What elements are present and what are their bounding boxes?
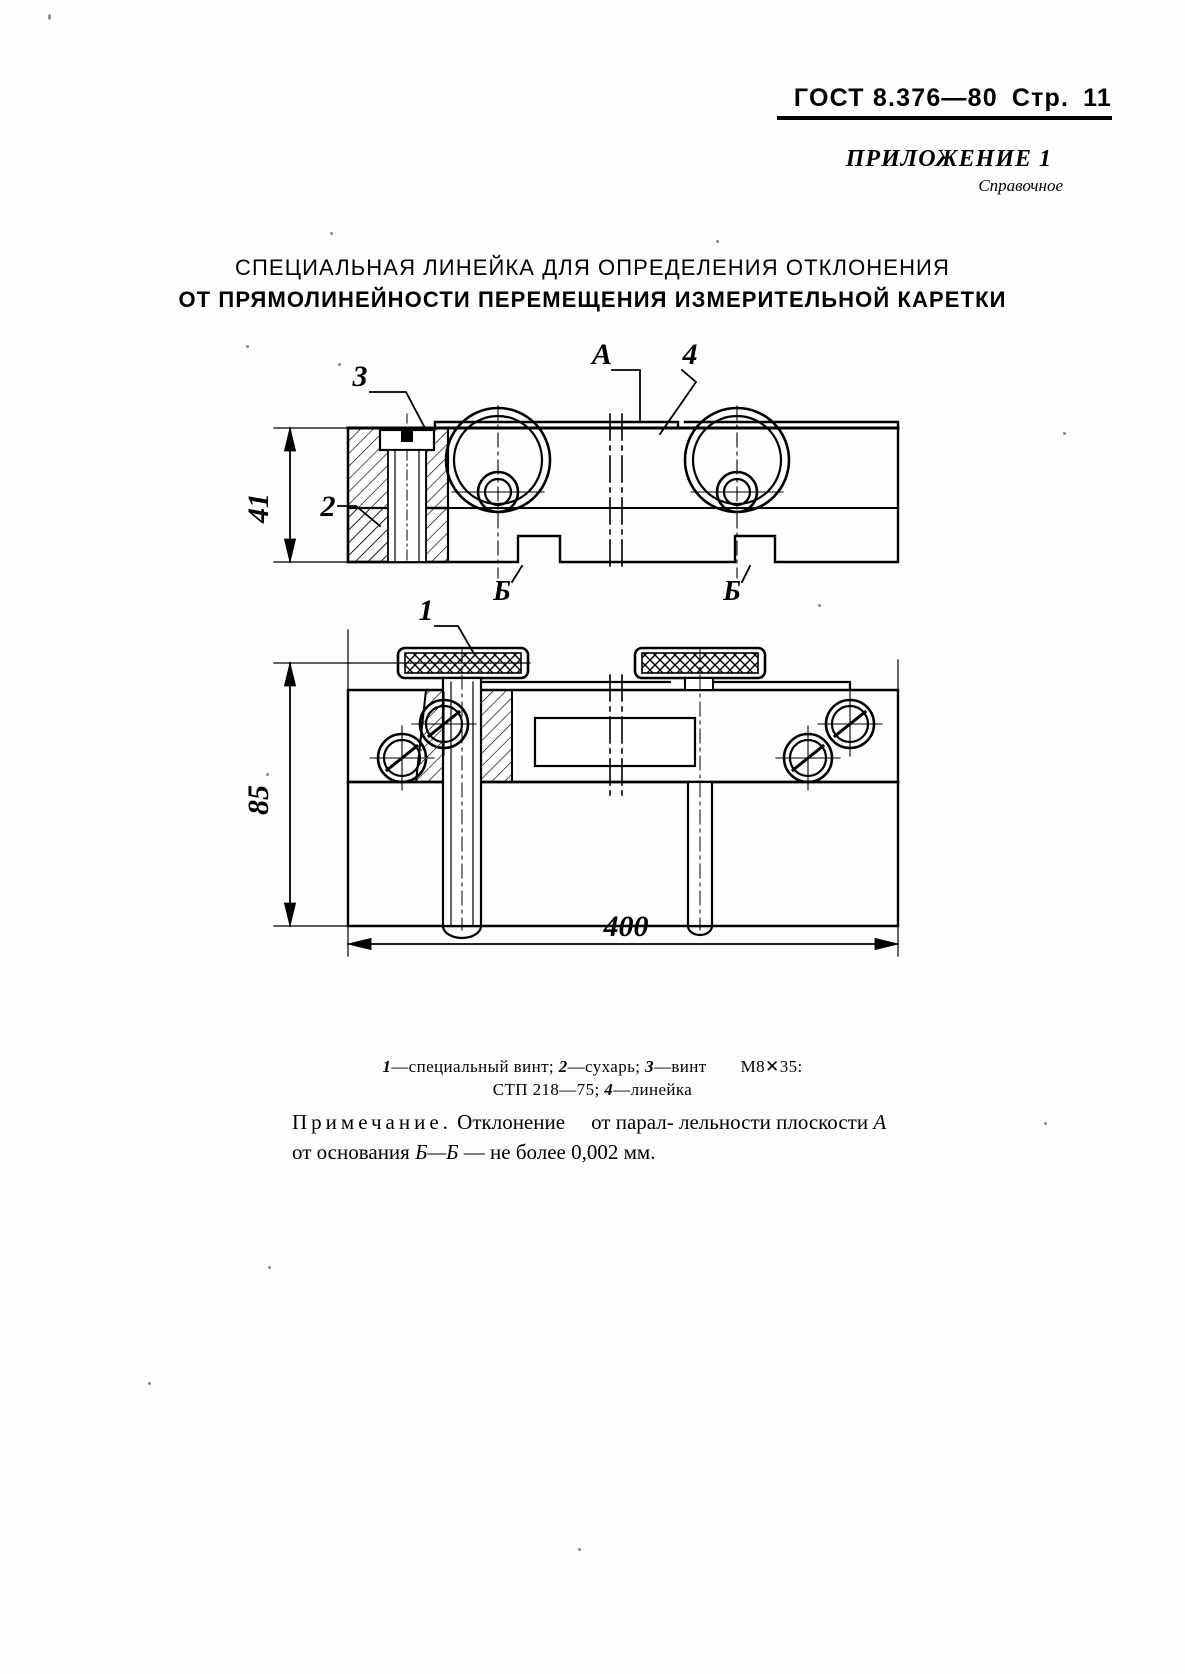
caption-standard-ref: СТП 218—75;	[492, 1080, 600, 1099]
figure-caption-line-1: 1—специальный винт; 2—сухарь; 3—винт М8✕3…	[0, 1057, 1185, 1077]
note-datum-a: А	[873, 1110, 887, 1134]
caption-item-3-text: —винт	[653, 1057, 707, 1076]
caption-item-1-number: 1	[382, 1057, 392, 1076]
datum-b-left: Б	[492, 576, 511, 607]
caption-item-3-number: 3	[645, 1057, 654, 1076]
scan-speck	[148, 1382, 151, 1385]
dimension-label-400: 400	[603, 910, 649, 943]
callout-3: 3	[352, 360, 368, 393]
figure-caption-line-2: СТП 218—75; 4—линейка	[0, 1080, 1185, 1100]
note-text-c: лельности плоскости	[679, 1110, 874, 1134]
technical-drawing: 41 85 400 3 2 А 4 1 Б Б	[230, 330, 950, 970]
scan-speck	[246, 345, 249, 348]
note-text-b: от парал-	[591, 1110, 674, 1134]
page-label: Стр.	[1011, 84, 1070, 112]
datum-b-right: Б	[722, 576, 741, 607]
annex-subtitle: Справочное	[978, 176, 1063, 195]
callout-4: 4	[682, 338, 698, 371]
scan-speck	[266, 773, 269, 776]
caption-item-4-text: —линейка	[613, 1080, 693, 1099]
scan-speck	[1044, 1122, 1047, 1125]
scan-speck	[1063, 432, 1066, 435]
note-block: Примечание. Отклонение от парал- лельност…	[292, 1108, 892, 1168]
scan-speck	[578, 1548, 581, 1551]
dimension-label-41: 41	[242, 493, 275, 524]
caption-item-2-number: 2	[558, 1057, 568, 1076]
callout-2: 2	[320, 490, 336, 523]
note-text-d: от основания	[292, 1139, 416, 1164]
note-text-f: не более 0,002 мм.	[490, 1139, 656, 1164]
running-head: ГОСТ 8.376—80 Стр. 11	[0, 84, 1112, 113]
standard-number: ГОСТ 8.376—80	[793, 84, 998, 112]
datum-plane-a: А	[590, 338, 612, 371]
note-text-e: —	[458, 1139, 485, 1164]
dimension-label-85: 85	[242, 785, 275, 815]
caption-screw-spec: М8✕35:	[740, 1057, 803, 1076]
scan-speck	[268, 1266, 271, 1269]
caption-item-1-text: —специальный винт;	[391, 1057, 555, 1076]
page-title-line-1: СПЕЦИАЛЬНАЯ ЛИНЕЙКА ДЛЯ ОПРЕДЕЛЕНИЯ ОТКЛ…	[235, 255, 950, 280]
note-datum-b: Б—Б	[415, 1139, 459, 1164]
caption-item-4-number: 4	[604, 1080, 614, 1099]
scan-speck	[716, 240, 719, 243]
page-title-line-2: ОТ ПРЯМОЛИНЕЙНОСТИ ПЕРЕМЕЩЕНИЯ ИЗМЕРИТЕЛ…	[178, 287, 1007, 312]
scan-speck	[338, 363, 341, 366]
annex-title: ПРИЛОЖЕНИЕ 1	[845, 146, 1052, 172]
note-text-a: Отклонение	[451, 1110, 566, 1134]
page-number: 11	[1083, 84, 1112, 112]
scan-speck	[330, 232, 333, 235]
scan-speck	[48, 14, 51, 20]
caption-item-2-text: —сухарь;	[567, 1057, 641, 1076]
scan-speck	[818, 604, 821, 607]
callout-1: 1	[419, 594, 434, 627]
note-lead: Примечание.	[292, 1110, 452, 1134]
header-rule	[777, 116, 1112, 120]
